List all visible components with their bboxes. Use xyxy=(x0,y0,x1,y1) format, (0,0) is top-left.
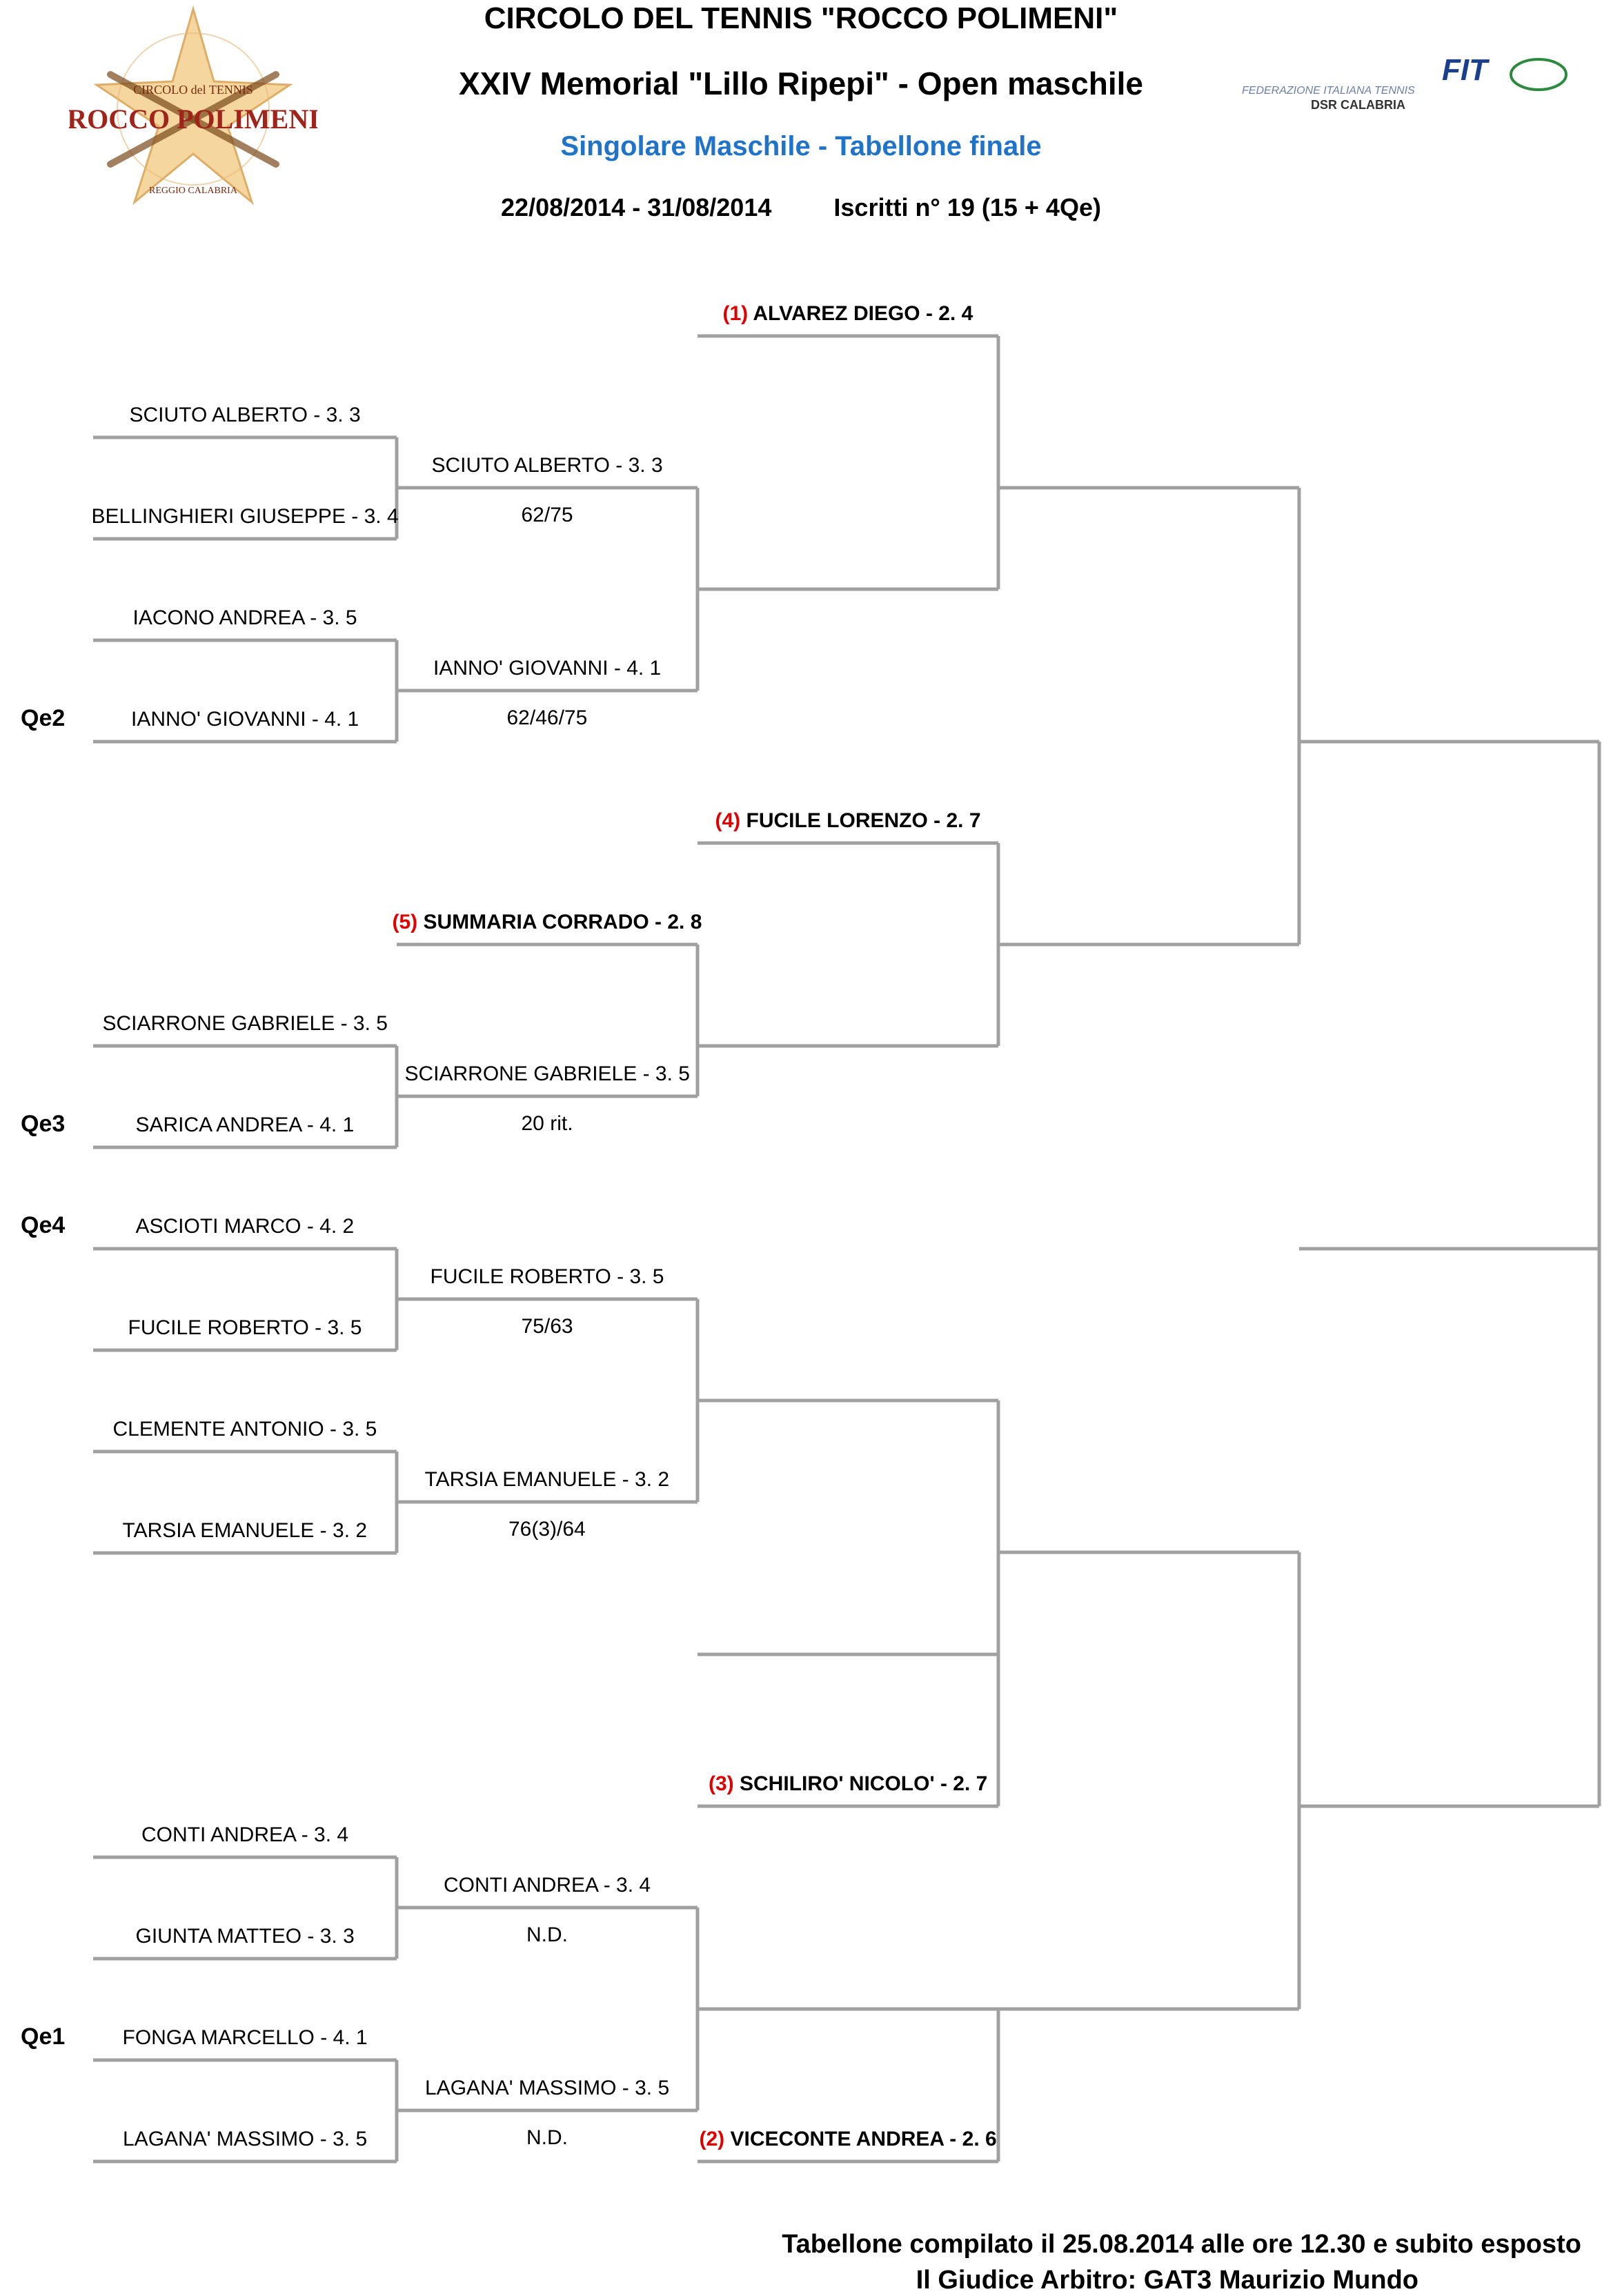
r1-player: SCIUTO ALBERTO - 3. 3 xyxy=(129,404,361,426)
r3-seeded-player: (2) VICECONTE ANDREA - 2. 6 xyxy=(700,2127,997,2152)
r1-player: CLEMENTE ANTONIO - 3. 5 xyxy=(112,1418,377,1441)
seed-number: (5) xyxy=(392,911,418,933)
seed-number: (3) xyxy=(709,1772,734,1795)
r2-score: N.D. xyxy=(526,2126,568,2149)
seed-number: (4) xyxy=(715,809,741,832)
r1-player: LAGANA' MASSIMO - 3. 5 xyxy=(123,2128,368,2150)
r2-seeded-player: (5) SUMMARIA CORRADO - 2. 8 xyxy=(393,910,702,935)
event-title: XXIV Memorial "Lillo Ripepi" - Open masc… xyxy=(459,66,1143,101)
seeded-player-name: VICECONTE ANDREA - 2. 6 xyxy=(724,2128,997,2150)
r3-seeded-player: (1) ALVAREZ DIEGO - 2. 4 xyxy=(723,301,973,326)
logo-line3: REGGIO CALABRIA xyxy=(149,186,238,196)
fit-line2: DSR CALABRIA xyxy=(1311,98,1405,112)
qualifier-tag: Qe3 xyxy=(21,1111,66,1137)
r2-winner: LAGANA' MASSIMO - 3. 5 xyxy=(425,2077,670,2099)
club-logo: CIRCOLO del TENNIS ROCCO POLIMENI REGGIO… xyxy=(69,6,317,206)
dates-entries: 22/08/2014 - 31/08/2014 Iscritti n° 19 (… xyxy=(0,193,1602,222)
r2-winner: FUCILE ROBERTO - 3. 5 xyxy=(430,1265,664,1288)
r1-player: IACONO ANDREA - 3. 5 xyxy=(132,606,357,629)
r1-player: IANNO' GIOVANNI - 4. 1 xyxy=(131,708,359,731)
draw-subtitle: Singolare Maschile - Tabellone finale xyxy=(560,131,1042,161)
r1-player: SCIARRONE GABRIELE - 3. 5 xyxy=(102,1012,388,1035)
r1-player: FUCILE ROBERTO - 3. 5 xyxy=(128,1316,362,1339)
r2-winner: SCIUTO ALBERTO - 3. 3 xyxy=(431,454,663,477)
r2-score: 20 rit. xyxy=(521,1112,573,1135)
r1-player: TARSIA EMANUELE - 3. 2 xyxy=(122,1519,368,1542)
seeded-player-name: SCHILIRO' NICOLO' - 2. 7 xyxy=(733,1772,988,1795)
entries-count: Iscritti n° 19 (15 + 4Qe) xyxy=(833,193,1101,221)
logo-line2: ROCCO POLIMENI xyxy=(69,103,317,135)
fit-line1: FEDERAZIONE ITALIANA TENNIS xyxy=(1242,85,1415,97)
logo-line1: CIRCOLO del TENNIS xyxy=(133,83,253,97)
r2-winner: SCIARRONE GABRIELE - 3. 5 xyxy=(404,1062,690,1085)
tennis-swoosh-icon xyxy=(1510,58,1568,91)
qualifier-tag: Qe1 xyxy=(21,2023,66,2050)
r3-seeded-player: (3) SCHILIRO' NICOLO' - 2. 7 xyxy=(709,1772,987,1797)
fit-brand: FIT xyxy=(1442,53,1490,87)
seeded-player-name: ALVAREZ DIEGO - 2. 4 xyxy=(748,302,973,325)
seeded-player-name: SUMMARIA CORRADO - 2. 8 xyxy=(417,911,702,933)
r1-player: ASCIOTI MARCO - 4. 2 xyxy=(135,1215,355,1238)
fit-logo: FIT FEDERAZIONE ITALIANA TENNIS DSR CALA… xyxy=(1242,53,1568,112)
r1-player: FONGA MARCELLO - 4. 1 xyxy=(122,2026,368,2049)
seeded-player-name: FUCILE LORENZO - 2. 7 xyxy=(740,809,981,832)
r1-player: SARICA ANDREA - 4. 1 xyxy=(135,1114,355,1136)
r1-player: CONTI ANDREA - 3. 4 xyxy=(141,1823,349,1846)
event-dates: 22/08/2014 - 31/08/2014 xyxy=(501,193,772,221)
seed-number: (1) xyxy=(722,302,749,325)
r2-score: 62/46/75 xyxy=(506,706,588,729)
r2-score: 75/63 xyxy=(521,1315,573,1338)
seed-number: (2) xyxy=(699,2128,725,2150)
club-title: CIRCOLO DEL TENNIS "ROCCO POLIMENI" xyxy=(484,1,1118,35)
r1-player: BELLINGHIERI GIUSEPPE - 3. 4 xyxy=(91,505,399,528)
r2-score: 62/75 xyxy=(521,504,573,526)
compiled-note: Tabellone compilato il 25.08.2014 alle o… xyxy=(782,2230,1581,2259)
r1-player: GIUNTA MATTEO - 3. 3 xyxy=(135,1925,355,1948)
qualifier-tag: Qe2 xyxy=(21,705,66,731)
r2-winner: TARSIA EMANUELE - 3. 2 xyxy=(424,1468,670,1491)
qualifier-tag: Qe4 xyxy=(21,1212,66,1238)
r3-seeded-player: (4) FUCILE LORENZO - 2. 7 xyxy=(715,809,981,833)
r2-winner: CONTI ANDREA - 3. 4 xyxy=(444,1874,651,1897)
referee-note: Il Giudice Arbitro: GAT3 Maurizio Mundo xyxy=(916,2266,1418,2295)
r2-winner: IANNO' GIOVANNI - 4. 1 xyxy=(433,657,662,680)
r2-score: N.D. xyxy=(526,1923,568,1946)
r2-score: 76(3)/64 xyxy=(508,1518,586,1541)
